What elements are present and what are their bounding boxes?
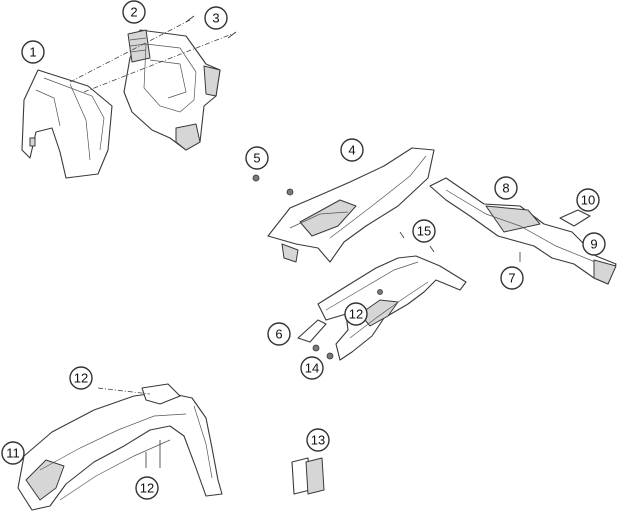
leader-line xyxy=(97,387,151,395)
rear-fender xyxy=(297,255,467,361)
callout-4: 4 xyxy=(340,138,364,162)
callout-label: 12 xyxy=(74,371,88,386)
callout-13: 13 xyxy=(306,428,330,452)
callout-label: 3 xyxy=(212,11,219,26)
callout-12-rear: 12 xyxy=(344,302,368,326)
callout-14: 14 xyxy=(300,356,324,380)
callout-label: 4 xyxy=(348,143,355,158)
callout-7: 7 xyxy=(500,266,524,290)
callout-label: 5 xyxy=(253,151,260,166)
callout-label: 14 xyxy=(305,361,319,376)
adhesive-strips xyxy=(291,457,325,495)
leader-line xyxy=(69,19,191,83)
callout-label: 1 xyxy=(29,45,36,60)
callout-label: 15 xyxy=(417,224,431,239)
callout-label: 12 xyxy=(140,481,154,496)
callout-label: 10 xyxy=(581,193,595,208)
callout-1: 1 xyxy=(21,40,45,64)
callout-label: 9 xyxy=(590,237,597,252)
bolt xyxy=(145,440,161,468)
license-plate-holder xyxy=(429,177,617,285)
nut xyxy=(312,289,383,360)
callout-10: 10 xyxy=(576,188,600,212)
callout-3: 3 xyxy=(204,6,228,30)
callout-9: 9 xyxy=(582,232,606,256)
callout-15: 15 xyxy=(412,219,436,243)
callout-11: 11 xyxy=(1,441,25,465)
callout-label: 12 xyxy=(349,307,363,322)
front-fender xyxy=(17,383,223,511)
callout-label: 7 xyxy=(508,271,515,286)
callout-label: 6 xyxy=(275,327,282,342)
callout-label: 8 xyxy=(502,181,509,196)
headlight-mask xyxy=(21,69,113,179)
bolt xyxy=(185,15,237,39)
callout-8: 8 xyxy=(494,176,518,200)
callout-6: 6 xyxy=(267,322,291,346)
leader-line xyxy=(83,33,233,93)
callout-label: 2 xyxy=(130,5,137,20)
callout-12-front-bottom: 12 xyxy=(135,476,159,500)
callout-2: 2 xyxy=(122,0,146,24)
callout-12-front-top: 12 xyxy=(69,366,93,390)
callout-5: 5 xyxy=(245,146,269,170)
callout-label: 13 xyxy=(311,433,325,448)
nut xyxy=(252,174,294,196)
callout-label: 11 xyxy=(6,446,20,461)
rear-side-panel xyxy=(267,147,435,263)
headlight-bracket-assembly xyxy=(123,29,221,151)
screw xyxy=(399,231,521,262)
